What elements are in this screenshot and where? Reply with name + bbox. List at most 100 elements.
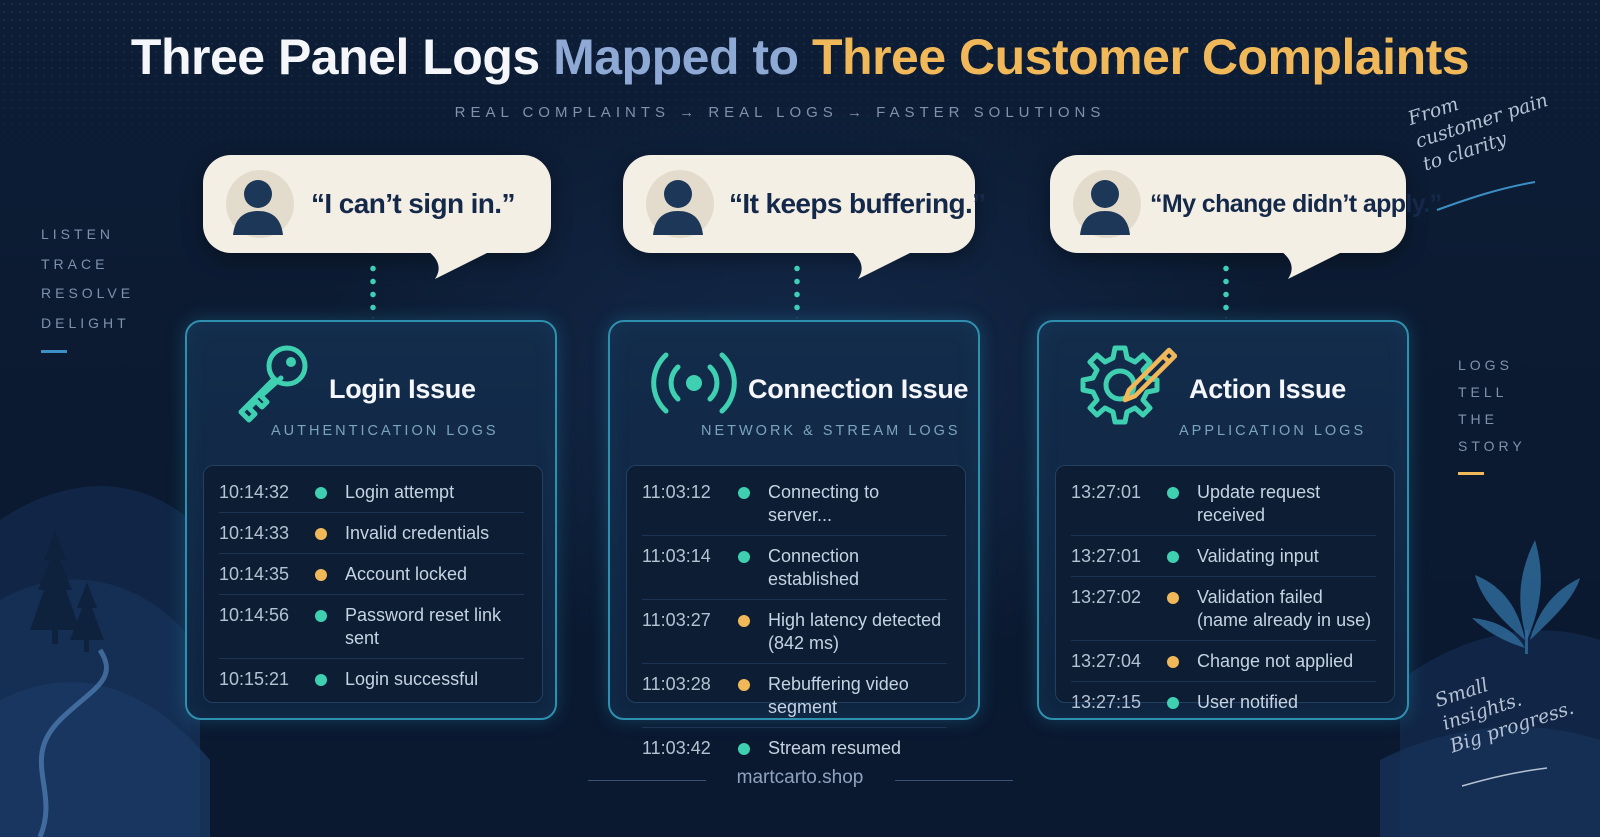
footer-rule-left [588, 780, 706, 781]
title-part-2: Mapped to [553, 29, 799, 85]
panel-subtitle: APPLICATION LOGS [1179, 423, 1367, 439]
log-message: Login attempt [345, 482, 455, 502]
status-dot-warn [315, 528, 327, 540]
side-word: STORY [1458, 438, 1526, 454]
log-message: Connecting to server... [768, 482, 880, 525]
log-row: 13:27:01 Validating input [1071, 536, 1376, 577]
side-word: LISTEN [41, 226, 115, 242]
log-message: Rebuffering video segment [768, 674, 909, 717]
log-message: Validating input [1197, 546, 1319, 566]
page-subtitle: REAL COMPLAINTS → REAL LOGS → FASTER SOL… [454, 104, 1106, 121]
log-message: High latency detected (842 ms) [768, 610, 942, 653]
side-word: LOGS [1458, 357, 1513, 373]
complaint-text: “I can’t sign in.” [311, 188, 515, 219]
dot-texture [0, 0, 1600, 180]
panel-connection-issue: Connection Issue NETWORK & STREAM LOGS 1… [608, 320, 980, 758]
complaint-bubble-connection: “It keeps buffering.” [623, 155, 986, 279]
log-message: Validation failed (name already in use) [1197, 587, 1372, 630]
footer-link[interactable]: martcarto.shop [736, 767, 864, 788]
user-avatar-icon [1073, 170, 1141, 238]
bubble-tail [1278, 249, 1348, 279]
panel-title: Connection Issue [748, 374, 969, 404]
log-row: 13:27:01 Update request received [1071, 472, 1376, 536]
log-row: 10:15:21 Login successful [219, 659, 524, 699]
dotted-connector [370, 262, 376, 318]
bubble-tail [425, 249, 495, 279]
title-part-3: Three Customer [811, 29, 1189, 85]
accent-dash [1458, 472, 1484, 475]
log-list: 10:14:32 Login attempt 10:14:33 Invalid … [203, 465, 543, 703]
status-dot-ok [738, 551, 750, 563]
log-message: User notified [1197, 692, 1299, 712]
user-avatar-icon [646, 170, 714, 238]
log-row: 10:14:56 Password reset link sent [219, 595, 524, 659]
title-part-1: Three Panel Logs [130, 29, 540, 85]
side-word: RESOLVE [41, 285, 135, 301]
log-message: Login successful [345, 669, 479, 689]
status-dot-ok [1167, 697, 1179, 709]
panel-subtitle: AUTHENTICATION LOGS [271, 423, 499, 439]
log-row: 11:03:14 Connection established [642, 536, 947, 600]
key-icon [238, 345, 308, 423]
log-message: Connection established [768, 546, 860, 589]
log-message: Password reset link sent [345, 605, 502, 648]
complaint-text: “My change didn’t apply.” [1150, 189, 1442, 218]
log-time: 11:03:27 [642, 610, 711, 630]
log-time: 11:03:42 [642, 738, 711, 758]
status-dot-warn [315, 569, 327, 581]
log-time: 10:14:32 [219, 482, 290, 502]
side-word: THE [1458, 411, 1498, 427]
log-row: 11:03:42 Stream resumed [642, 728, 947, 768]
accent-dash [41, 350, 67, 353]
log-row: 10:14:32 Login attempt [219, 472, 524, 513]
log-time: 10:14:56 [219, 605, 290, 625]
side-words-right: LOGS TELL THE STORY [1458, 352, 1526, 475]
log-time: 11:03:12 [642, 482, 711, 502]
status-dot-warn [738, 615, 750, 627]
panel-action-issue: Action Issue APPLICATION LOGS 13:27:01 U… [1037, 320, 1409, 720]
log-row: 11:03:28 Rebuffering video segment [642, 664, 947, 728]
log-row: 13:27:04 Change not applied [1071, 641, 1376, 682]
status-dot-ok [315, 610, 327, 622]
panel-subtitle: NETWORK & STREAM LOGS [701, 423, 961, 439]
page-title: Three Panel Logs Mapped to Three Custome… [0, 28, 1600, 86]
log-time: 13:27:01 [1071, 546, 1142, 566]
status-dot-ok [1167, 487, 1179, 499]
side-words-left: LISTEN TRACE RESOLVE DELIGHT [41, 220, 134, 353]
complaint-bubble-action: “My change didn’t apply.” [1050, 155, 1442, 279]
footer-rule-right [895, 780, 1013, 781]
signal-icon [651, 352, 737, 414]
user-avatar-icon [226, 170, 294, 238]
side-word: DELIGHT [41, 314, 130, 331]
status-dot-ok [738, 743, 750, 755]
bubble-tail [848, 249, 918, 279]
complaint-bubble-login: “I can’t sign in.” [203, 155, 551, 279]
panel-title: Login Issue [329, 374, 476, 404]
log-row: 10:14:33 Invalid credentials [219, 513, 524, 554]
log-message: Invalid credentials [345, 523, 490, 543]
log-row: 11:03:27 High latency detected (842 ms) [642, 600, 947, 664]
log-message: Account locked [345, 564, 468, 584]
log-message: Stream resumed [768, 738, 902, 758]
status-dot-ok [1167, 551, 1179, 563]
log-list: 13:27:01 Update request received 13:27:0… [1055, 465, 1395, 712]
log-list: 11:03:12 Connecting to server... 11:03:1… [626, 465, 966, 758]
log-message: Update request received [1197, 482, 1321, 525]
log-time: 10:14:35 [219, 564, 290, 584]
dotted-connector [1223, 262, 1229, 318]
complaint-text: “It keeps buffering.” [729, 188, 986, 219]
status-dot-warn [738, 679, 750, 691]
log-time: 13:27:04 [1071, 651, 1142, 671]
status-dot-warn [1167, 656, 1179, 668]
gear-pencil-icon [1080, 345, 1177, 425]
log-time: 10:15:21 [219, 669, 290, 689]
log-row: 13:27:15 User notified [1071, 682, 1376, 722]
log-row: 11:03:12 Connecting to server... [642, 472, 947, 536]
status-dot-ok [315, 674, 327, 686]
title-part-4: Complaints [1201, 29, 1470, 85]
side-word: TELL [1458, 384, 1508, 400]
status-dot-ok [738, 487, 750, 499]
status-dot-warn [1167, 592, 1179, 604]
